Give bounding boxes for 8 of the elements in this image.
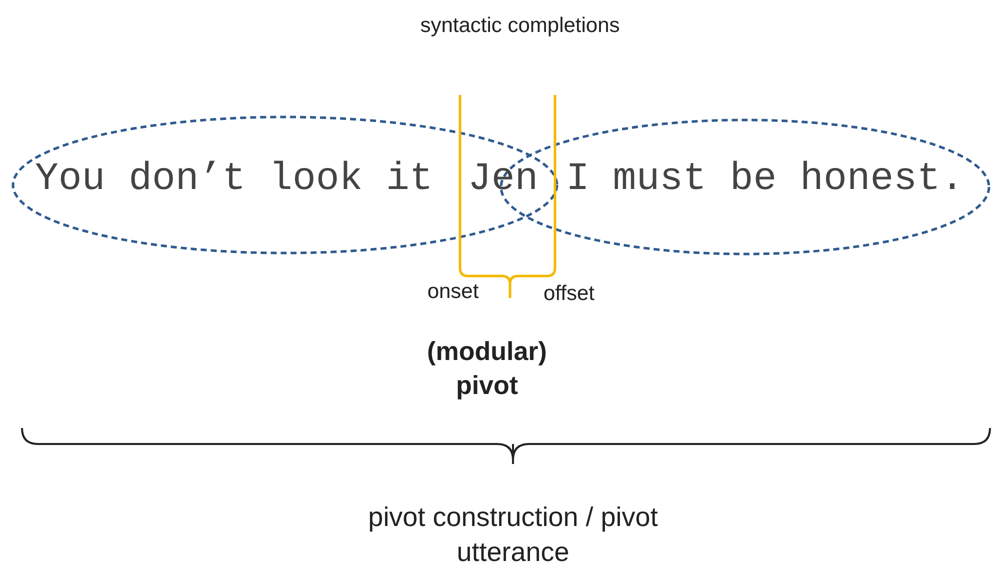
construction-label: pivot construction / pivot utterance [367,501,659,570]
utterance-text: You don’t look it [35,160,433,199]
annotation-text: syntactic completions [420,13,620,39]
utterance-text: I must be honest. [566,160,964,199]
pivot-word: Jen [468,160,538,199]
offset-label: offset [542,281,596,307]
onset-label: onset [426,279,480,305]
pivot-label: (modular) pivot [426,335,548,402]
